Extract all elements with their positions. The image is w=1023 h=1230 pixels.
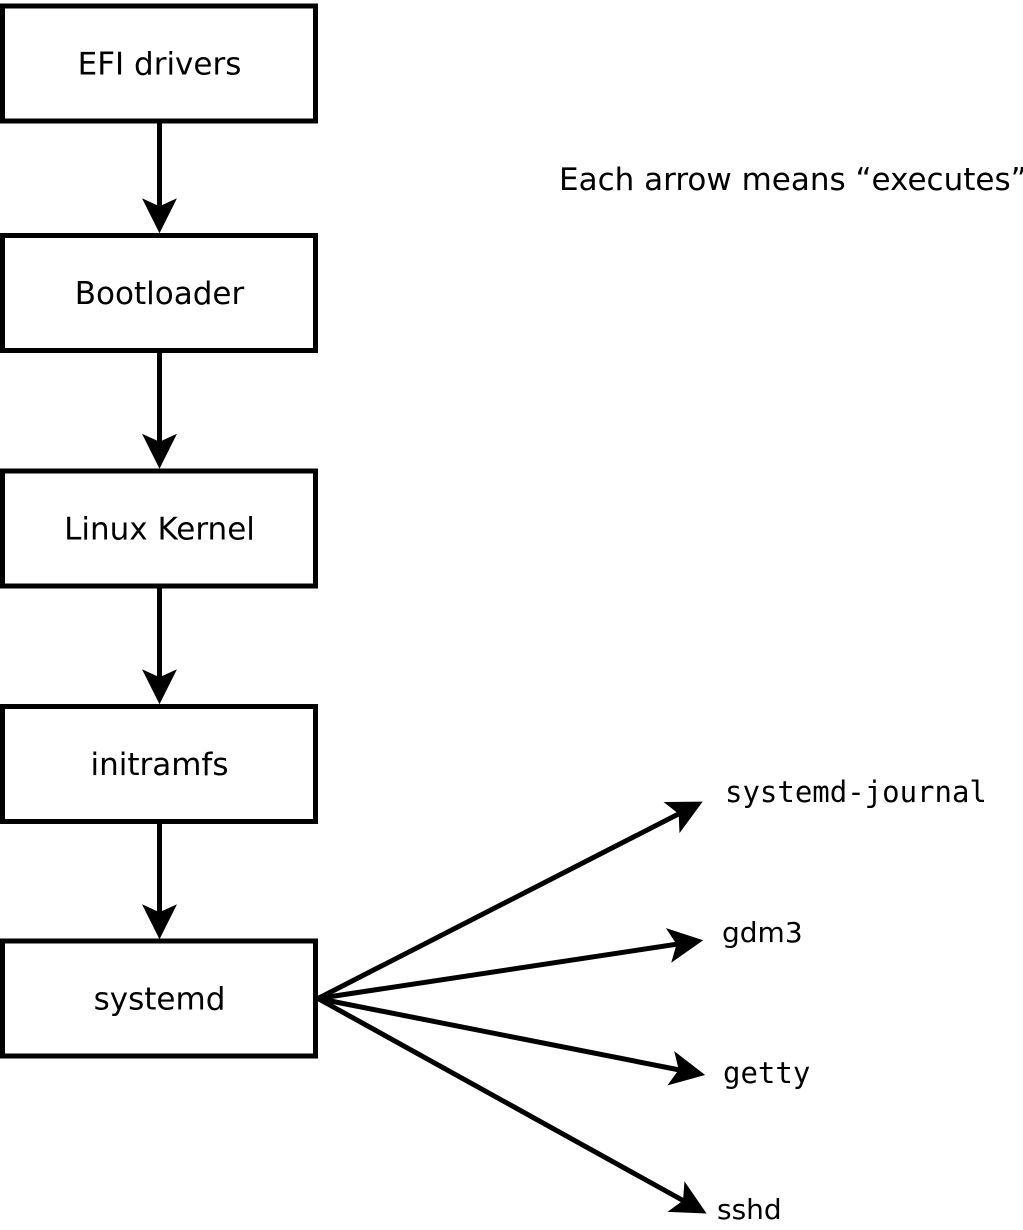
node-bootloader: Bootloader (0, 233, 318, 353)
arrow-systemd-to-getty (317, 996, 706, 1086)
node-initramfs: initramfs (0, 704, 318, 824)
target-label-getty: getty (723, 1056, 810, 1090)
node-linux-kernel-label: Linux Kernel (64, 512, 255, 548)
arrow-systemd-to-sshd (316, 996, 707, 1214)
target-label-sshd: sshd (717, 1193, 782, 1226)
node-linux-kernel: Linux Kernel (0, 468, 318, 589)
node-initramfs-label: initramfs (90, 747, 228, 783)
node-efi-drivers: EFI drivers (0, 3, 318, 124)
node-bootloader-box (0, 233, 318, 353)
arrow-systemd-to-gdm3 (317, 928, 704, 1001)
arrow-systemd-to-systemd-journal (316, 801, 703, 1001)
target-label-gdm3: gdm3 (722, 916, 803, 949)
target-label-systemd-journal: systemd-journal (725, 775, 987, 809)
node-systemd-box (0, 938, 318, 1059)
node-systemd-label: systemd (94, 982, 226, 1018)
node-bootloader-label: Bootloader (75, 276, 245, 312)
node-efi-drivers-label: EFI drivers (78, 47, 242, 83)
arrow-meaning-note: Each arrow means “executes”. (559, 162, 1023, 198)
node-systemd: systemd (0, 938, 318, 1059)
node-efi-drivers-box (0, 3, 318, 124)
node-initramfs-box (0, 704, 318, 824)
